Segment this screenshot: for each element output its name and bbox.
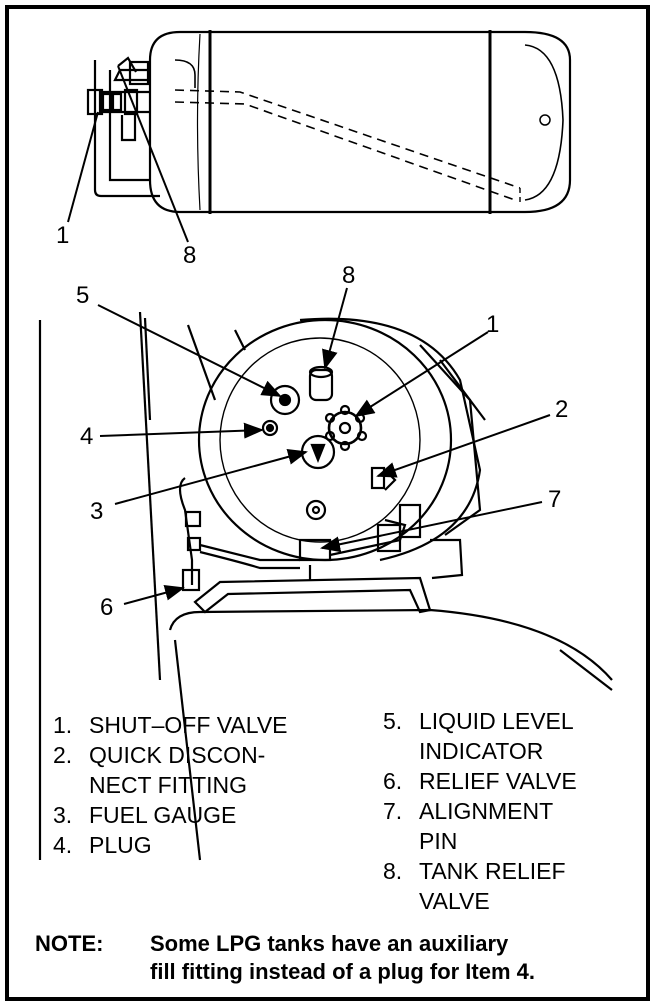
callout-8: 8 (342, 262, 356, 289)
legend-item-7-cont: PIN (419, 828, 458, 854)
legend-item-8-cont: VALVE (419, 888, 490, 914)
callout-8-top: 8 (183, 242, 197, 269)
note-text: Some LPG tanks have an auxiliary fill fi… (150, 930, 640, 986)
legend-item-4: 4.PLUG (53, 832, 152, 858)
legend-item-2-cont: NECT FITTING (89, 772, 248, 798)
callout-6: 6 (100, 594, 114, 621)
legend-item-7: 7.ALIGNMENT (383, 798, 554, 824)
bottom-leader-lines (97, 287, 551, 605)
tank-end-view (38, 311, 613, 861)
callout-2: 2 (555, 396, 569, 423)
legend-item-8: 8.TANK RELIEF (383, 858, 566, 884)
legend-left: 1.SHUT–OFF VALVE 2.QUICK DISCON- NECT FI… (53, 710, 353, 860)
note-line-2: fill fitting instead of a plug for Item … (150, 959, 535, 984)
top-leader-lines (67, 65, 189, 243)
callout-1: 1 (486, 311, 500, 338)
callout-5: 5 (76, 282, 90, 309)
legend-item-6: 6.RELIEF VALVE (383, 768, 577, 794)
note-label: NOTE: (35, 931, 104, 956)
legend-item-2: 2.QUICK DISCON- (53, 742, 266, 768)
legend-item-3: 3.FUEL GAUGE (53, 802, 237, 828)
callout-3: 3 (90, 498, 104, 525)
callout-1-top: 1 (56, 222, 70, 249)
figure-border (5, 5, 650, 1001)
callout-4: 4 (80, 423, 94, 450)
legend-item-5: 5.LIQUID LEVEL (383, 708, 574, 734)
callout-7: 7 (548, 486, 562, 513)
legend-right: 5.LIQUID LEVEL INDICATOR 6.RELIEF VALVE … (383, 706, 643, 916)
tank-side-view (86, 30, 572, 214)
note-line-1: Some LPG tanks have an auxiliary (150, 931, 509, 956)
legend-item-5-cont: INDICATOR (419, 738, 544, 764)
legend-item-1: 1.SHUT–OFF VALVE (53, 712, 288, 738)
